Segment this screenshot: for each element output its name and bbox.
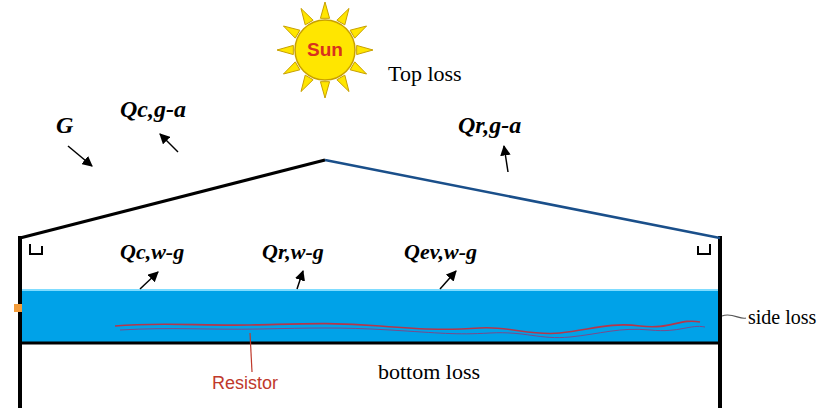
heat-flow-symbol: Qc,w-g — [120, 240, 184, 264]
sun-ray — [357, 45, 373, 54]
loss-label: Top loss — [388, 62, 462, 86]
heat-arrow — [297, 271, 303, 289]
irradiance-symbol: G — [56, 112, 73, 138]
side-fitting — [14, 304, 22, 312]
gutter-left — [30, 244, 42, 254]
sun-ray — [277, 45, 293, 54]
sun-ray — [320, 82, 329, 98]
sun-ray — [350, 62, 366, 74]
part-label: Resistor — [212, 374, 278, 394]
basin-bottom — [18, 342, 722, 345]
sun-ray — [350, 26, 366, 38]
sun-ray — [337, 75, 349, 91]
leader-line — [250, 333, 252, 372]
heat-flow-symbol: Qc,g-a — [120, 96, 186, 122]
loss-label: side loss — [748, 306, 816, 328]
sun-ray — [283, 26, 299, 38]
sun-ray — [337, 8, 349, 24]
radiation-arrow — [68, 146, 92, 166]
heat-flow-symbol: Qr,g-a — [458, 112, 521, 138]
leader-line — [722, 315, 746, 318]
right-wall — [718, 236, 722, 408]
water-surface — [20, 289, 720, 291]
glass-cover-right — [325, 160, 720, 238]
sun-ray — [320, 2, 329, 18]
left-wall — [18, 236, 22, 408]
heat-flow-symbol: Qr,w-g — [262, 240, 324, 264]
sun-disc — [295, 20, 355, 80]
sun-ray — [301, 75, 313, 91]
glass-cover-left — [20, 160, 325, 238]
loss-label: bottom loss — [378, 360, 480, 384]
heat-flow-symbol: Qev,w-g — [404, 240, 477, 264]
water-basin — [20, 290, 720, 342]
sun-label: Sun — [307, 39, 343, 61]
sun-symbol: Sun — [275, 0, 375, 100]
sun-ray — [283, 62, 299, 74]
heat-arrow — [504, 146, 508, 172]
resistor-wire — [115, 321, 700, 333]
gutter-right — [698, 244, 710, 254]
resistor-wire — [120, 326, 705, 337]
heat-arrow — [160, 134, 178, 152]
sun-ray — [301, 8, 313, 24]
heat-arrow — [440, 271, 456, 289]
heat-arrow — [140, 272, 158, 289]
